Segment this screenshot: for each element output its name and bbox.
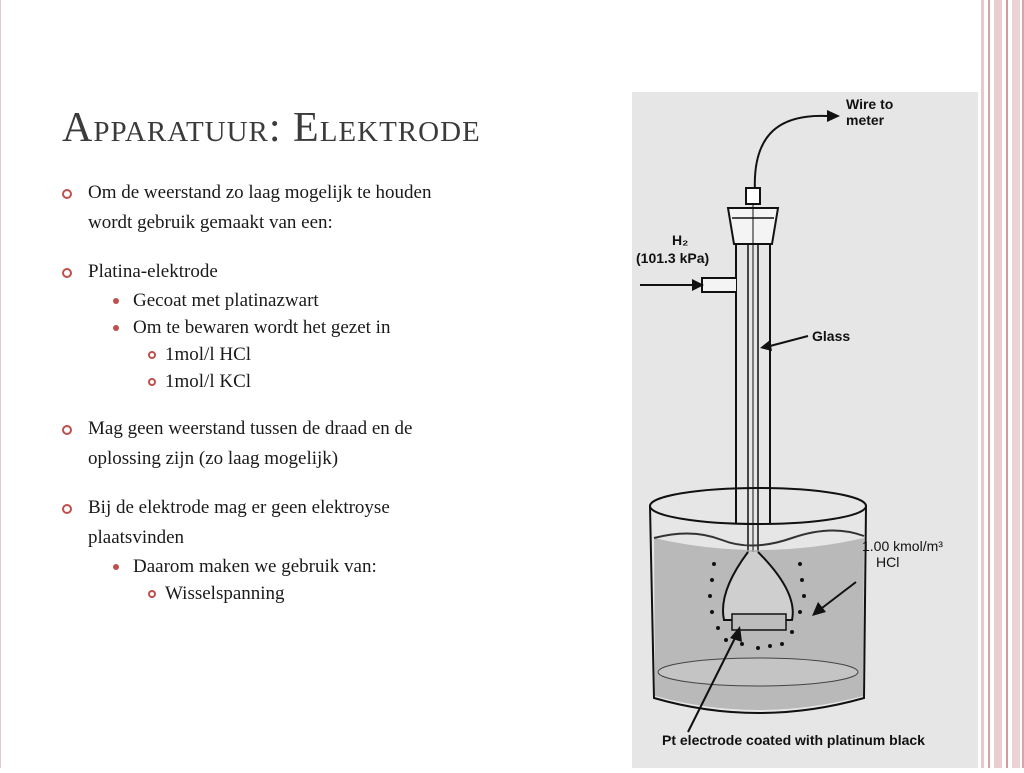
bullet-ring-small-icon xyxy=(148,351,156,359)
bullet-item: Platina-elektrode xyxy=(58,257,618,287)
bullet-text: Daarom maken we gebruik van: xyxy=(133,556,377,577)
label-hcl-concentration: 1.00 kmol/m³ HCl xyxy=(862,538,943,570)
sub-sub-bullet-item: 1mol/l HCl xyxy=(58,341,618,368)
sub-bullet-item: Daarom maken we gebruik van: xyxy=(58,553,618,580)
bullet-text: Bij de elektrode mag er geen elektroyse xyxy=(88,497,390,518)
bullet-text: plaatsvinden xyxy=(88,527,185,548)
bullet-continuation: plaatsvinden xyxy=(58,523,618,553)
bullet-text: 1mol/l HCl xyxy=(165,344,252,365)
bullet-continuation: wordt gebruik gemaakt van een: xyxy=(58,208,618,238)
sub-sub-bullet-item: Wisselspanning xyxy=(58,580,618,607)
sub-bullet-item: Om te bewaren wordt het gezet in xyxy=(58,314,618,341)
bullet-text: Om de weerstand zo laag mogelijk te houd… xyxy=(88,182,432,203)
bullet-continuation: oplossing zijn (zo laag mogelijk) xyxy=(58,444,618,474)
bullet-ring-small-icon xyxy=(148,590,156,598)
left-border xyxy=(0,0,1,768)
bullet-item: Bij de elektrode mag er geen elektroyse xyxy=(58,493,618,523)
bullet-dot-icon xyxy=(113,298,119,304)
bullet-dot-icon xyxy=(113,564,119,570)
bullet-text: 1mol/l KCl xyxy=(165,371,252,392)
bullet-text: Platina-elektrode xyxy=(88,261,218,282)
bullet-ring-icon xyxy=(62,425,72,435)
bullet-text: oplossing zijn (zo laag mogelijk) xyxy=(88,448,339,469)
bullet-ring-small-icon xyxy=(148,378,156,386)
bullet-item: Mag geen weerstand tussen de draad en de xyxy=(58,414,618,444)
bullet-ring-icon xyxy=(62,268,72,278)
bullet-dot-icon xyxy=(113,325,119,331)
sub-bullet-item: Gecoat met platinazwart xyxy=(58,287,618,314)
bullet-text: Gecoat met platinazwart xyxy=(133,290,319,311)
bullet-ring-icon xyxy=(62,504,72,514)
bullet-text: wordt gebruik gemaakt van een: xyxy=(88,212,333,233)
label-hydrogen-gas: H₂ xyxy=(672,232,689,248)
bullet-list: Om de weerstand zo laag mogelijk te houd… xyxy=(58,178,618,607)
label-glass: Glass xyxy=(812,328,851,344)
electrode-diagram xyxy=(632,92,978,768)
slide-title: Apparatuur: Elektrode xyxy=(62,105,481,151)
bullet-item: Om de weerstand zo laag mogelijk te houd… xyxy=(58,178,618,208)
bullet-text: Wisselspanning xyxy=(165,583,285,604)
decorative-border-stripes xyxy=(978,0,1024,768)
sub-sub-bullet-item: 1mol/l KCl xyxy=(58,368,618,395)
label-hydrogen-pressure: (101.3 kPa) xyxy=(636,250,710,266)
label-pt-electrode: Pt electrode coated with platinum black xyxy=(662,732,925,748)
bullet-ring-icon xyxy=(62,189,72,199)
bullet-text: Om te bewaren wordt het gezet in xyxy=(133,317,391,338)
bullet-text: Mag geen weerstand tussen de draad en de xyxy=(88,418,413,439)
